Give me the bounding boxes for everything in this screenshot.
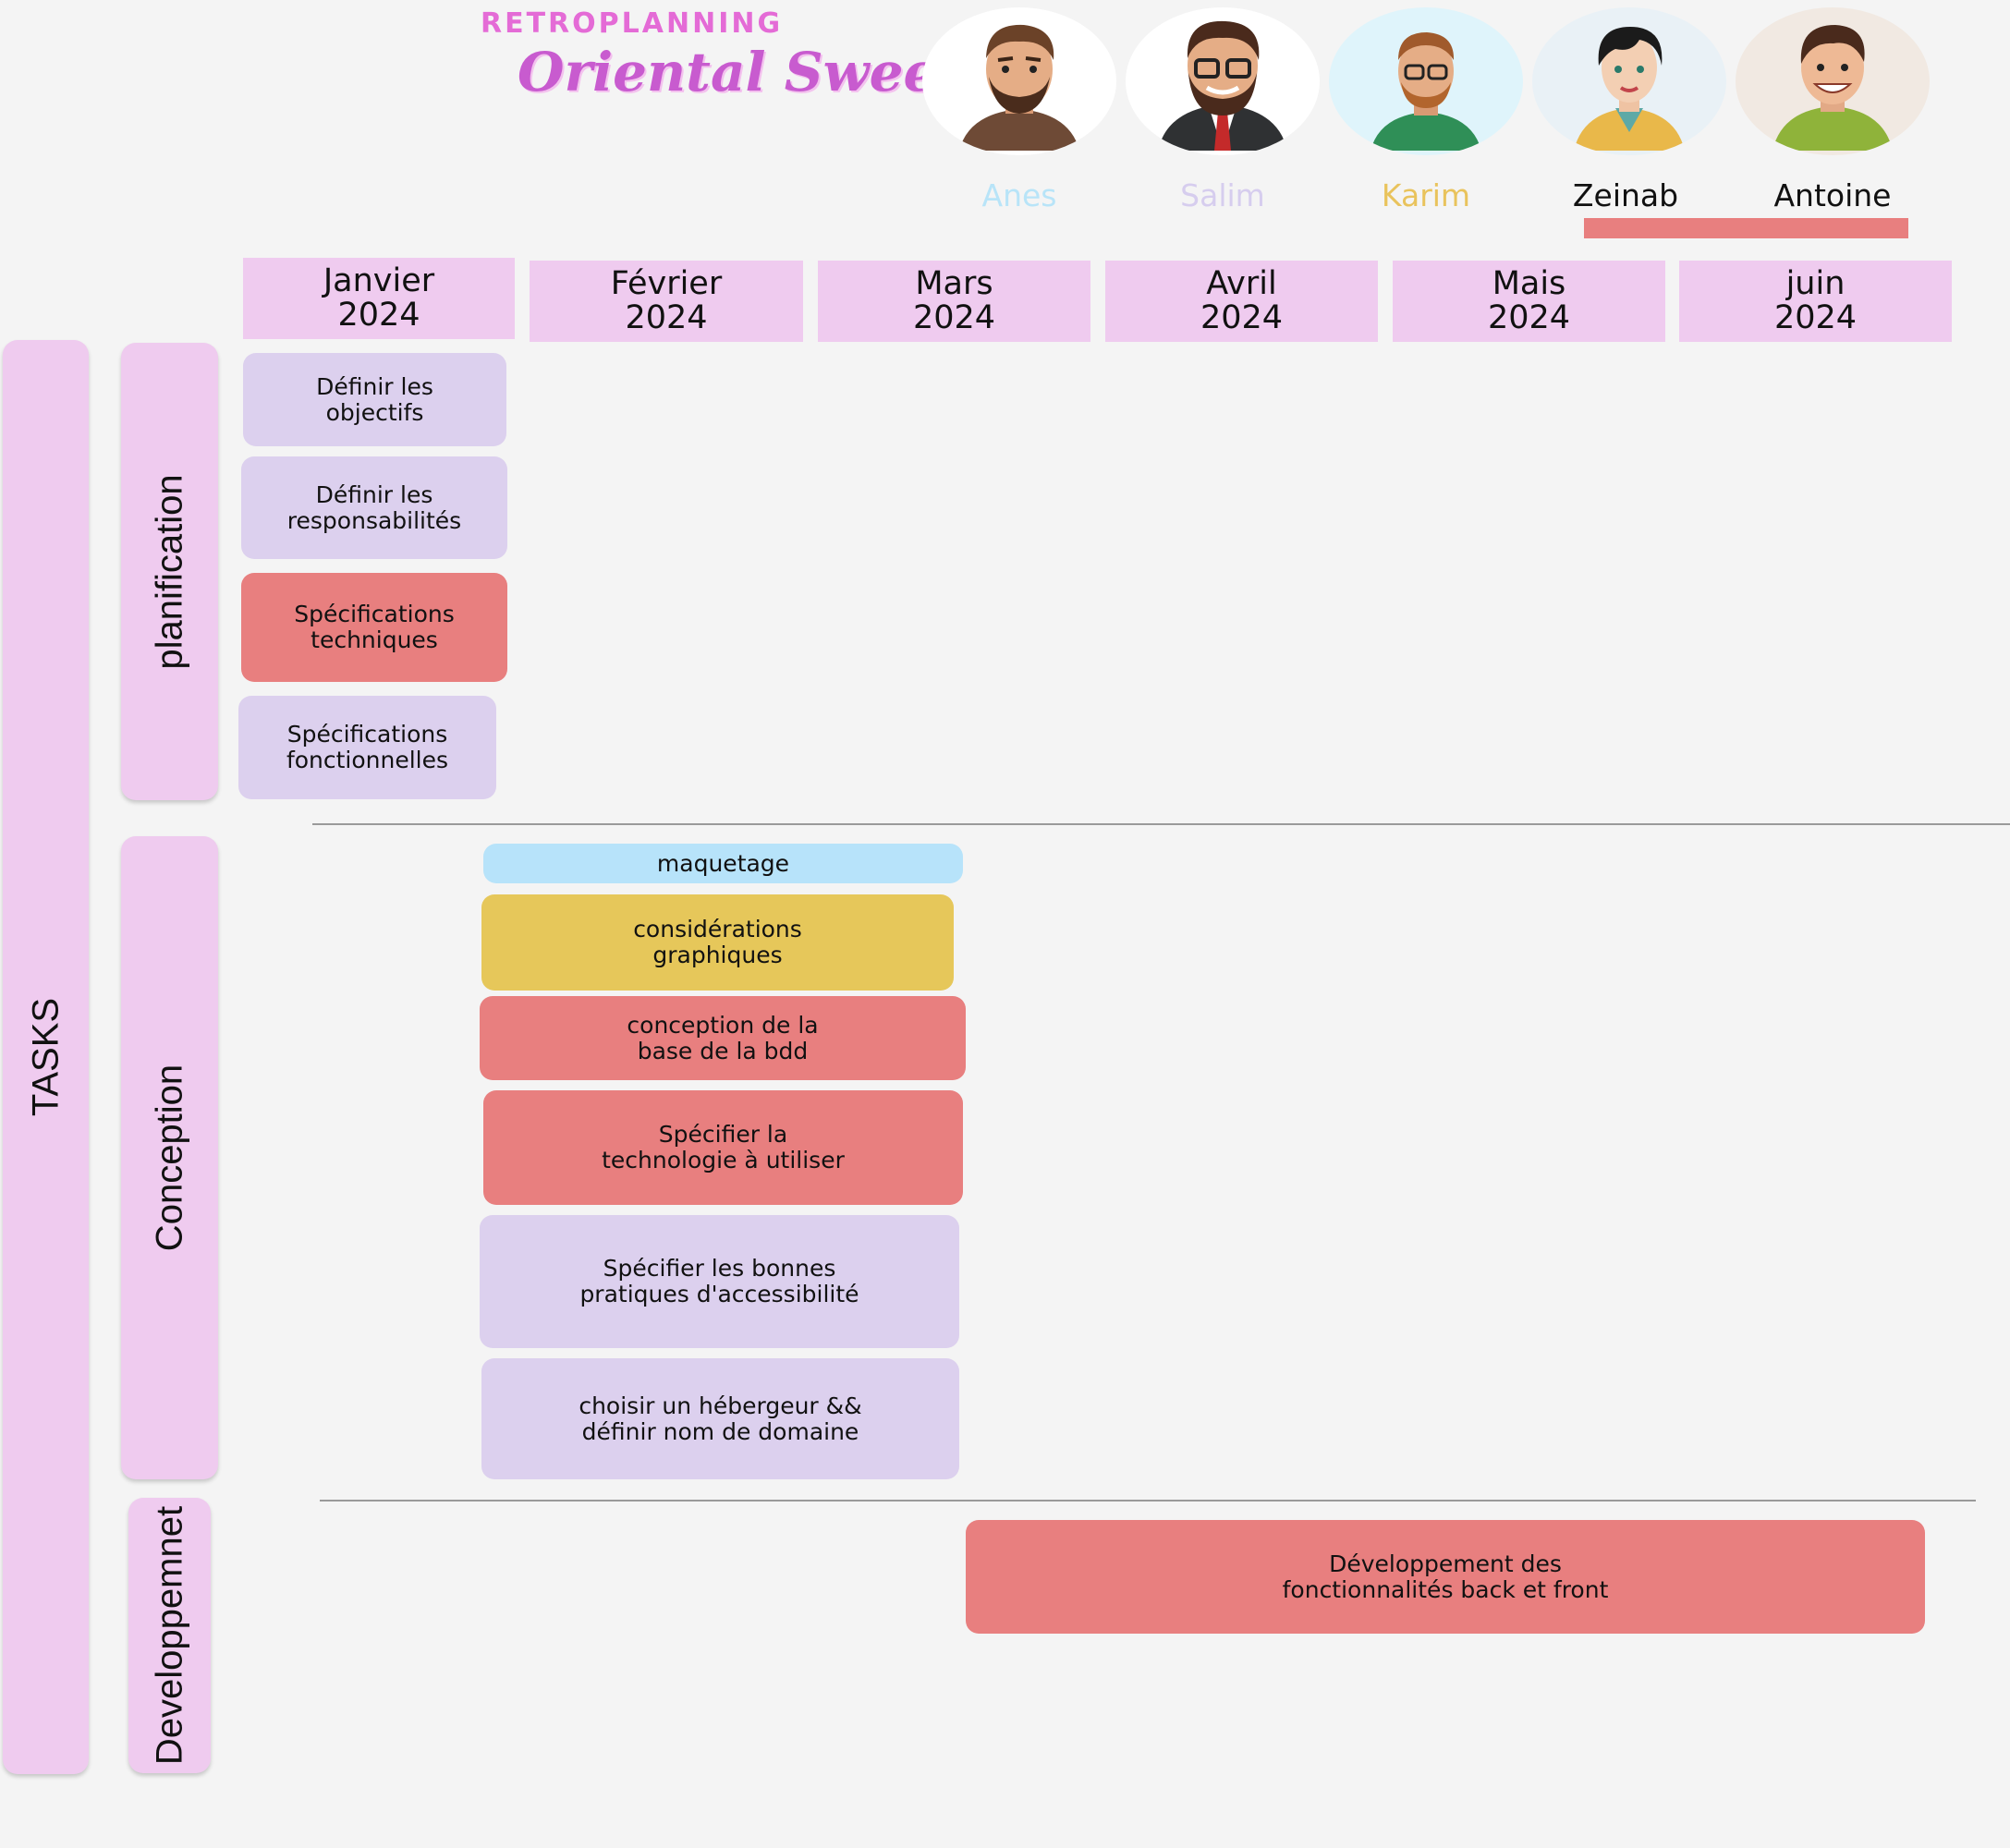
task-bar[interactable]: Développement des fonctionnalités back e… bbox=[966, 1520, 1925, 1634]
month-header-janvier: Janvier 2024 bbox=[243, 258, 515, 339]
phase-separator bbox=[312, 823, 2010, 825]
month-header-mars: Mars 2024 bbox=[818, 261, 1090, 342]
month-year: 2024 bbox=[1773, 299, 1858, 336]
task-bar[interactable]: Spécifications techniques bbox=[241, 573, 507, 682]
team-member-name-salim: Salim bbox=[1180, 177, 1265, 213]
task-bar[interactable]: Spécifier les bonnes pratiques d'accessi… bbox=[480, 1215, 959, 1348]
team-member-name-zeinab: Zeinab bbox=[1572, 177, 1679, 213]
legend-color-bar bbox=[1584, 218, 1908, 238]
header-kicker: RETROPLANNING bbox=[481, 7, 784, 40]
month-year: 2024 bbox=[1487, 299, 1571, 336]
month-header-mais: Mais 2024 bbox=[1393, 261, 1665, 342]
month-year: 2024 bbox=[337, 297, 420, 334]
avatar-businessman-glasses-icon bbox=[1126, 7, 1320, 155]
month-name: juin bbox=[1785, 265, 1846, 302]
team-member-name-antoine: Antoine bbox=[1773, 177, 1892, 213]
avatar-bearded-man-icon bbox=[922, 7, 1116, 155]
task-bar[interactable]: choisir un hébergeur && définir nom de d… bbox=[481, 1358, 959, 1479]
tasks-axis-panel: TASKS bbox=[3, 340, 89, 1774]
task-bar[interactable]: considérations graphiques bbox=[481, 894, 954, 991]
task-bar[interactable]: maquetage bbox=[483, 844, 963, 883]
month-year: 2024 bbox=[1200, 299, 1284, 336]
team-member-name-karim: Karim bbox=[1381, 177, 1471, 213]
month-name: Avril bbox=[1206, 265, 1277, 302]
phase-panel-developpement: Developpemnet bbox=[128, 1498, 211, 1773]
task-bar[interactable]: Spécifications fonctionnelles bbox=[238, 696, 496, 799]
avatar-man-glasses-icon bbox=[1329, 7, 1523, 155]
tasks-axis-label: TASKS bbox=[25, 997, 66, 1117]
phase-label: Developpemnet bbox=[149, 1505, 189, 1766]
team-member-name-anes: Anes bbox=[981, 177, 1057, 213]
month-header-avril: Avril 2024 bbox=[1105, 261, 1378, 342]
month-header-fevrier: Février 2024 bbox=[530, 261, 803, 342]
month-name: Mars bbox=[915, 265, 993, 302]
avatar-smiling-man-icon bbox=[1736, 7, 1930, 155]
phase-label: planification bbox=[149, 473, 189, 670]
month-year: 2024 bbox=[625, 299, 708, 336]
phase-separator bbox=[320, 1500, 1976, 1502]
phase-label: Conception bbox=[149, 1064, 189, 1252]
phase-panel-conception: Conception bbox=[121, 836, 218, 1479]
avatar-woman-icon bbox=[1532, 7, 1726, 155]
month-name: Février bbox=[610, 265, 723, 302]
phase-panel-planification: planification bbox=[121, 343, 218, 800]
month-header-juin: juin 2024 bbox=[1679, 261, 1952, 342]
month-year: 2024 bbox=[912, 299, 996, 336]
task-bar[interactable]: conception de la base de la bdd bbox=[480, 996, 966, 1080]
task-bar[interactable]: Définir les objectifs bbox=[243, 353, 506, 446]
project-title: Oriental Sweets bbox=[518, 41, 993, 103]
month-name: Janvier bbox=[323, 262, 435, 299]
month-name: Mais bbox=[1492, 265, 1566, 302]
task-bar[interactable]: Définir les responsabilités bbox=[241, 456, 507, 559]
task-bar[interactable]: Spécifier la technologie à utiliser bbox=[483, 1090, 963, 1205]
